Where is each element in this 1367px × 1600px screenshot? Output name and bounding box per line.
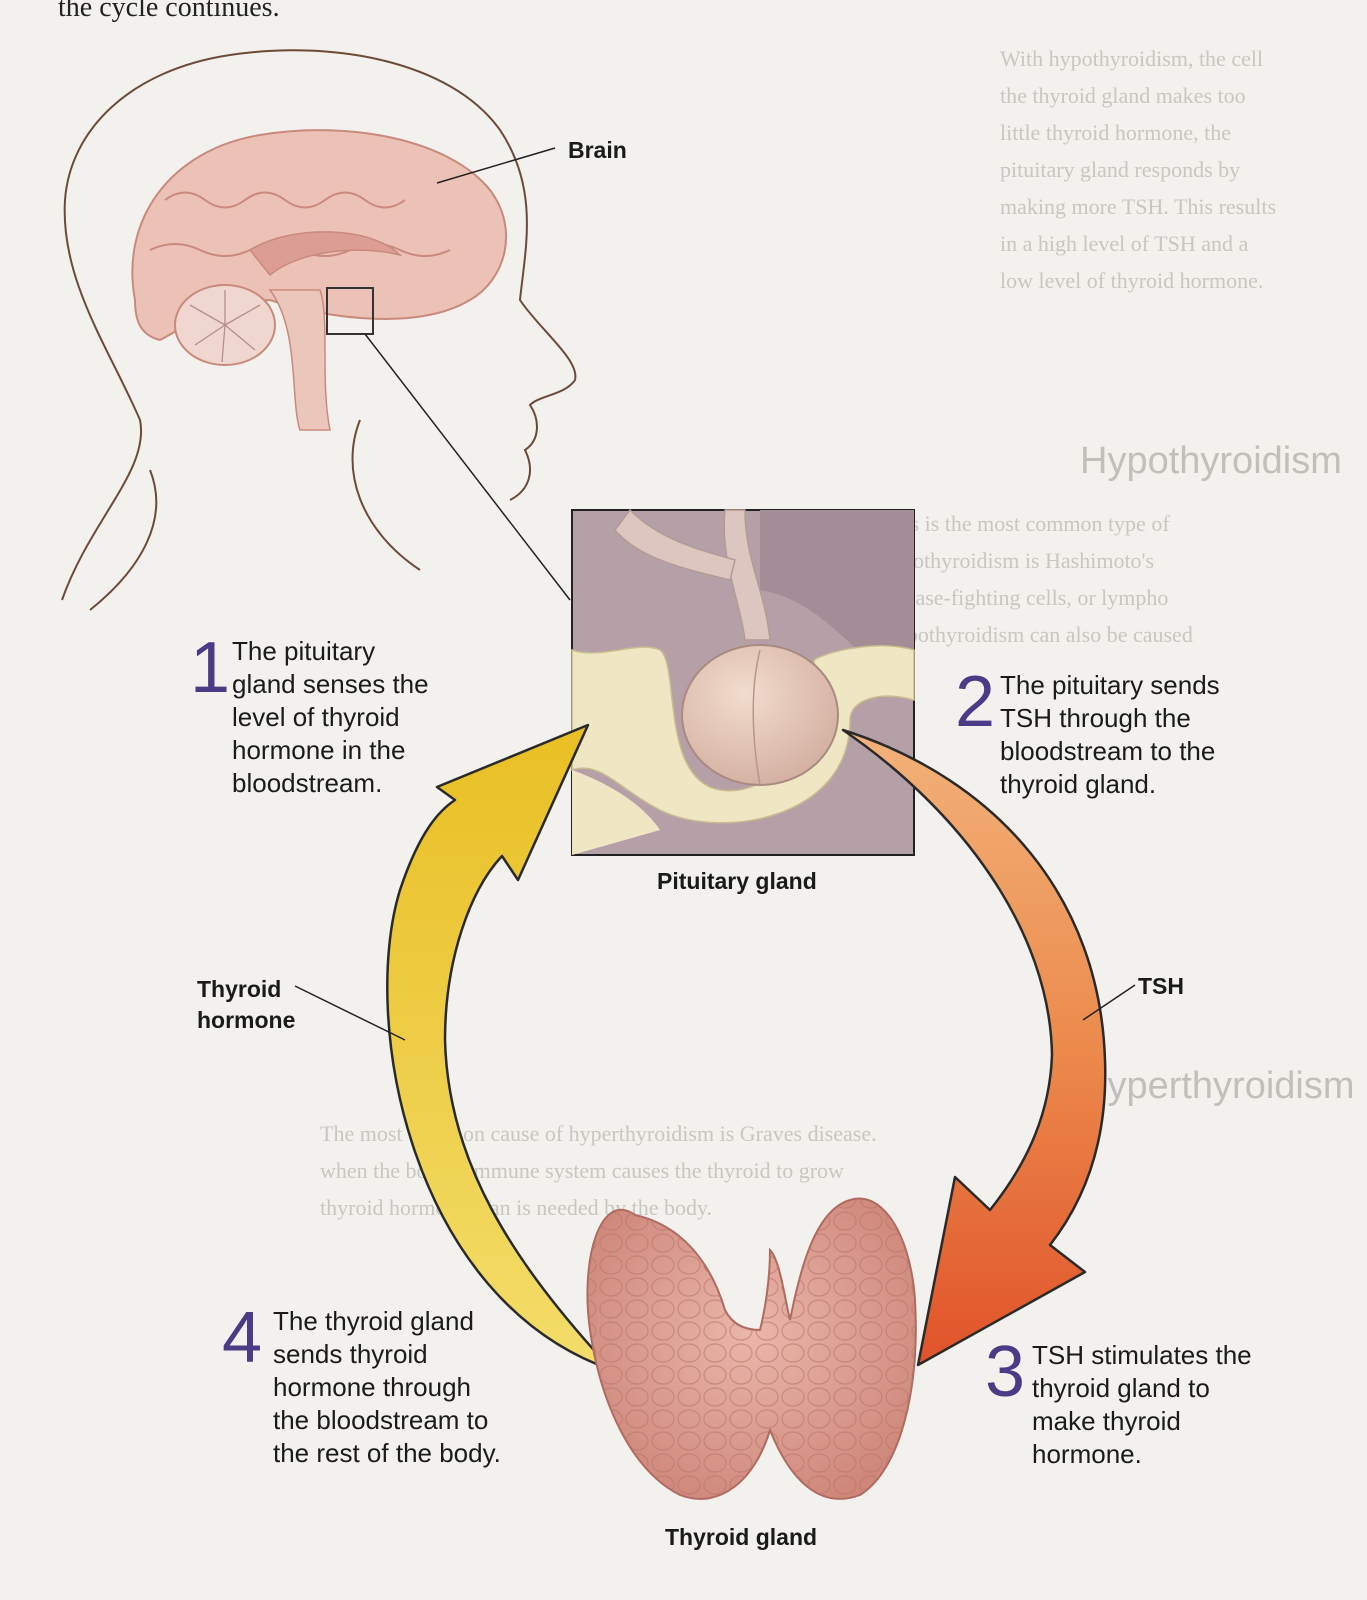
thyroid-hormone-arrow bbox=[386, 723, 614, 1372]
step-number: 4 bbox=[222, 1298, 263, 1378]
tsh-arrow bbox=[841, 728, 1107, 1367]
ghost-text: little thyroid hormone, the bbox=[1000, 120, 1231, 145]
step-text: The thyroid gland sends thyroid hormone … bbox=[273, 1306, 501, 1468]
thyroid-hormone-label: Thyroid hormone bbox=[197, 976, 296, 1033]
step-number: 3 bbox=[985, 1332, 1026, 1412]
thyroid-hormone-leader bbox=[294, 985, 406, 1041]
tsh-label: TSH bbox=[1138, 973, 1184, 999]
ghost-text: disease-fighting cells, or lympho bbox=[880, 585, 1169, 610]
ghost-text: Hypothyroidism can also be caused bbox=[880, 622, 1193, 647]
step-number: 1 bbox=[190, 628, 231, 708]
ghost-text: pituitary gland responds by bbox=[1000, 157, 1241, 182]
ghost-text: thyroid hormone than is needed by the bo… bbox=[320, 1195, 713, 1220]
ghost-text: in a high level of TSH and a bbox=[1000, 231, 1249, 256]
brain-label: Brain bbox=[568, 137, 627, 163]
ghost-text: hypothyroidism is Hashimoto's bbox=[880, 548, 1155, 573]
step-text: The pituitary sends TSH through the bloo… bbox=[1000, 670, 1220, 799]
ghost-text: when the body's immune system causes the… bbox=[320, 1158, 844, 1183]
ghost-text: the thyroid gland makes too bbox=[1000, 83, 1246, 108]
ghost-text: making more TSH. This results bbox=[1000, 194, 1277, 219]
step-text: The pituitary gland senses the level of … bbox=[232, 636, 429, 798]
step-number: 2 bbox=[955, 662, 996, 742]
pituitary-gland-label: Pituitary gland bbox=[657, 868, 817, 894]
step-text: TSH stimulates the thyroid gland to make… bbox=[1032, 1340, 1252, 1469]
ghost-text: This is the most common type of bbox=[880, 511, 1170, 536]
head-outline bbox=[61, 49, 577, 611]
ghost-text: Hyperthyroidism bbox=[1080, 1065, 1355, 1107]
ghost-text: low level of thyroid hormone. bbox=[1000, 268, 1264, 293]
tsh-leader bbox=[1082, 984, 1136, 1021]
pituitary-inset bbox=[571, 508, 915, 856]
brain-illustration bbox=[131, 129, 571, 601]
thyroid-illustration bbox=[586, 1197, 917, 1500]
ghost-text: Hypothyroidism bbox=[1080, 440, 1342, 482]
ghost-text: With hypothyroidism, the cell bbox=[1000, 46, 1264, 71]
thyroid-gland-label: Thyroid gland bbox=[665, 1524, 818, 1550]
intro-text: the cycle continues. bbox=[58, 0, 280, 23]
